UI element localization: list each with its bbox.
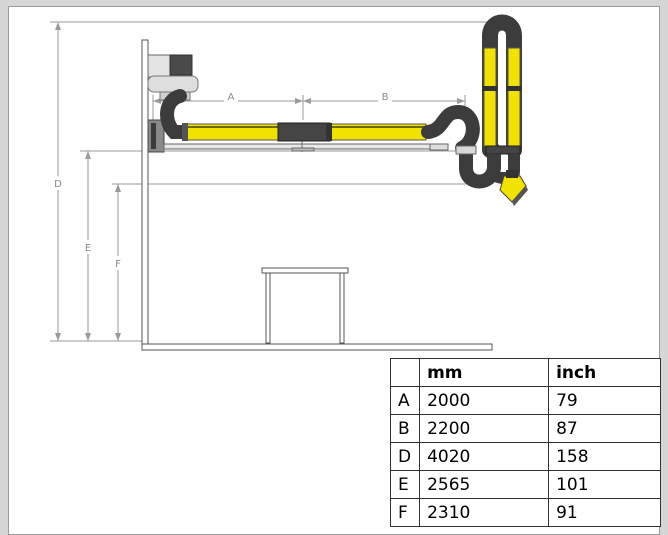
dim-label-d: D bbox=[54, 179, 62, 190]
row-inch: 101 bbox=[548, 470, 662, 499]
wall-bracket bbox=[147, 119, 165, 153]
dim-label-b: B bbox=[382, 92, 389, 103]
row-label: E bbox=[389, 470, 421, 499]
dimension-arrows bbox=[55, 22, 465, 341]
row-mm: 2310 bbox=[419, 498, 550, 527]
row-inch: 87 bbox=[548, 414, 662, 443]
work-table bbox=[261, 267, 349, 344]
table-row: E 2565 101 bbox=[389, 470, 662, 499]
table-row: B 2200 87 bbox=[389, 414, 662, 443]
row-label: D bbox=[389, 442, 421, 471]
swivel-joint bbox=[455, 145, 477, 155]
wall-post bbox=[141, 39, 493, 351]
row-label: F bbox=[389, 498, 421, 527]
vertical-arm bbox=[482, 14, 522, 184]
row-mm: 2000 bbox=[419, 386, 550, 415]
table-row: F 2310 91 bbox=[389, 498, 662, 527]
table-row: D 4020 158 bbox=[389, 442, 662, 471]
horizontal-arm bbox=[182, 122, 427, 142]
row-mm: 2200 bbox=[419, 414, 550, 443]
row-inch: 79 bbox=[548, 386, 662, 415]
header-cell-inch: inch bbox=[548, 358, 662, 387]
row-inch: 158 bbox=[548, 442, 662, 471]
dim-label-f: F bbox=[115, 259, 121, 270]
table-header-row: mm inch bbox=[389, 358, 662, 387]
row-mm: 2565 bbox=[419, 470, 550, 499]
extraction-hood bbox=[499, 170, 528, 206]
elbow-hose bbox=[421, 104, 480, 155]
row-label: A bbox=[389, 386, 421, 415]
header-cell-mm: mm bbox=[419, 358, 550, 387]
dimensions-table: mm inch A 2000 79 B 2200 87 D 4020 158 E… bbox=[389, 358, 662, 527]
table-row: A 2000 79 bbox=[389, 386, 662, 415]
header-cell-label bbox=[389, 358, 421, 387]
row-label: B bbox=[389, 414, 421, 443]
row-mm: 4020 bbox=[419, 442, 550, 471]
row-inch: 91 bbox=[548, 498, 662, 527]
hose-inlet bbox=[160, 89, 193, 139]
dim-label-a: A bbox=[228, 92, 235, 103]
support-rail bbox=[163, 140, 449, 152]
dim-label-e: E bbox=[85, 243, 91, 254]
